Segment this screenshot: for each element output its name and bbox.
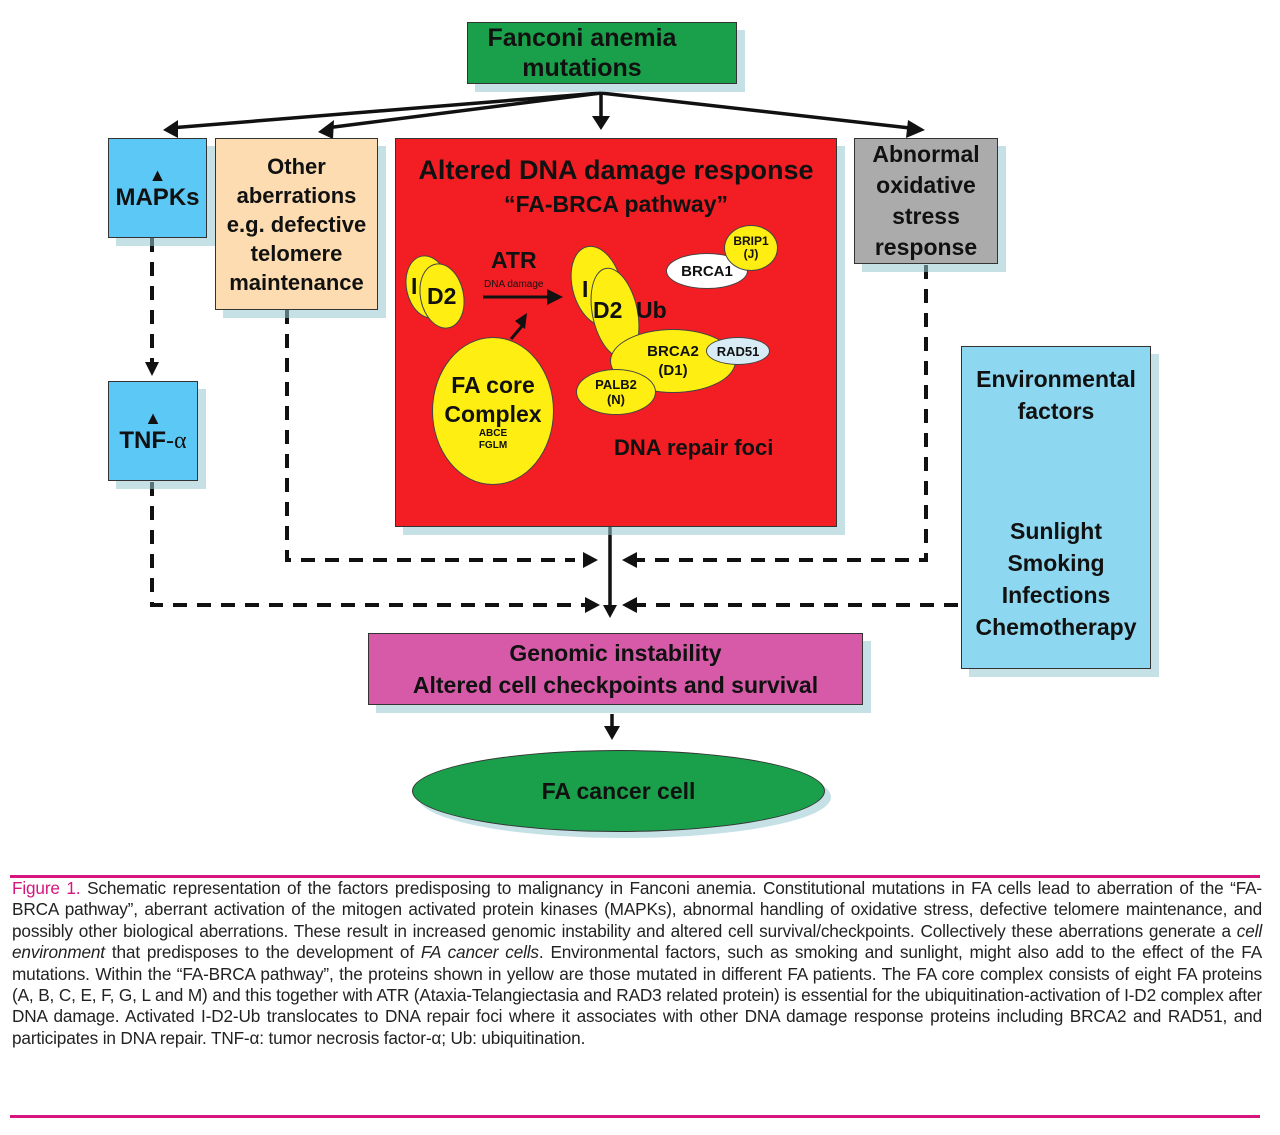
environmental-item: Infections [1001, 582, 1111, 608]
arrow-to-other [325, 91, 602, 130]
brca1-label: BRCA1 [681, 262, 733, 280]
arrowhead [585, 597, 600, 613]
dashed-connectors [150, 238, 958, 607]
oxidative-line: Abnormal [872, 141, 980, 167]
figure-caption: Figure 1. Schematic representation of th… [12, 878, 1262, 1049]
genomic-line1: Genomic instability [509, 640, 722, 666]
tnf-alpha-box: ▲ TNF-α [108, 381, 198, 481]
fanconi-anemia-diagram: Fanconi anemia mutations ▲ MAPKs ▲ TNF-α… [108, 22, 1151, 832]
protein-rad51: RAD51 [706, 337, 770, 365]
arrowhead [622, 597, 637, 613]
protein-palb2: PALB2 (N) [576, 369, 656, 415]
fanout-arrows [169, 91, 911, 130]
core-members-line1: ABCE [478, 428, 508, 439]
atr-label: ATR [491, 247, 537, 273]
rad51-label: RAD51 [716, 343, 760, 359]
protein-i-left-label: I [411, 273, 418, 299]
caption-text: that predisposes to the development of [104, 942, 421, 963]
environmental-item: Chemotherapy [975, 614, 1137, 640]
fa-brca-pathway-subtitle: “FA-BRCA pathway” [503, 191, 729, 217]
protein-i-right-label: I [582, 276, 589, 302]
brip1-label: BRIP1 [733, 234, 769, 248]
fanconi-mutations-box: Fanconi anemia mutations [467, 22, 737, 84]
atr-arrowhead [547, 289, 563, 305]
environmental-title-line2: factors [1017, 398, 1095, 424]
genomic-instability-box: Genomic instability Altered cell checkpo… [368, 633, 863, 705]
other-aberrations-box: Other aberrations e.g. defective telomer… [215, 138, 378, 310]
other-aberrations-line: telomere [250, 240, 343, 266]
increase-arrow-icon: ▲ [148, 165, 167, 185]
tnf-alpha-label: TNF-α [119, 427, 187, 455]
protein-brip1: BRIP1 (J) [724, 225, 778, 271]
core-label-line2: Complex [444, 401, 542, 427]
caption-top-rule [10, 875, 1260, 878]
mapks-label: MAPKs [115, 184, 200, 211]
other-aberrations-line: e.g. defective [226, 211, 367, 237]
fa-cancer-cell: FA cancer cell [412, 750, 825, 832]
other-to-merge-line [285, 310, 575, 562]
figure-label: Figure 1. [12, 878, 81, 898]
oxidative-line: stress [892, 203, 960, 229]
caption-text: . Environmental factors, such as smoking… [12, 942, 1263, 1048]
brca2-sublabel: (D1) [658, 362, 688, 379]
dashed-arrowheads [145, 362, 637, 613]
tnf-label-suffix: -α [166, 428, 187, 454]
environmental-item: Sunlight [1010, 518, 1102, 544]
other-aberrations-line: Other [267, 153, 326, 179]
arrowhead [318, 120, 334, 139]
dna-damage-label: DNA damage [484, 279, 544, 290]
brca2-label: BRCA2 [647, 343, 699, 360]
increase-arrow-icon: ▲ [144, 408, 162, 428]
ubiquitin-label: Ub [636, 297, 667, 323]
protein-d2-left-label: D2 [427, 283, 457, 309]
arrowhead [592, 116, 610, 130]
other-aberrations-line: aberrations [236, 182, 357, 208]
mapks-box: ▲ MAPKs [108, 138, 207, 238]
arrowhead [163, 120, 178, 138]
palb2-label: PALB2 [595, 377, 637, 392]
fanconi-mutations-line1: Fanconi anemia [487, 24, 677, 52]
oxidative-to-merge-line [632, 265, 928, 562]
dna-response-title: Altered DNA damage response [418, 155, 814, 185]
connector-layer [145, 91, 958, 740]
genomic-line2: Altered cell checkpoints and survival [412, 672, 819, 698]
fanout-arrowheads [163, 116, 925, 139]
core-arrow-line [509, 324, 525, 340]
fa-core-complex: FA core Complex ABCE FGLM [432, 337, 554, 485]
arrow-to-mapks [169, 91, 602, 130]
arrowhead [583, 552, 598, 568]
arrow-to-oxidative [600, 91, 911, 130]
core-members-line2: FGLM [478, 440, 508, 451]
environmental-factors-box: Environmental factors Sunlight Smoking I… [961, 346, 1151, 669]
environmental-item: Smoking [1007, 550, 1105, 576]
oxidative-line: response [874, 234, 978, 260]
caption-italic: FA cancer cells [420, 942, 539, 963]
arrowhead [622, 552, 637, 568]
caption-italic: cell environment [12, 920, 1262, 963]
protein-d2-right-label: D2 [593, 297, 623, 323]
brip1-sublabel: (J) [743, 247, 759, 261]
tnf-to-genomic-line [150, 482, 585, 607]
oxidative-line: oxidative [876, 172, 976, 198]
arrowhead [145, 362, 159, 376]
fa-cancer-cell-label: FA cancer cell [541, 777, 696, 804]
dna-damage-response-box: Altered DNA damage response “FA-BRCA pat… [395, 138, 837, 527]
fanconi-mutations-line2: mutations [522, 54, 642, 82]
core-arrowhead [515, 313, 527, 329]
atr-activation-arrow [483, 289, 563, 340]
tnf-label-main: TNF [119, 427, 167, 454]
caption-text: Schematic representation of the factors … [12, 878, 1262, 941]
palb2-sublabel: (N) [606, 392, 626, 407]
arrowhead [604, 726, 620, 740]
environmental-title-line1: Environmental [976, 366, 1136, 392]
arrowhead [603, 605, 617, 618]
caption-bottom-rule [10, 1115, 1260, 1118]
oxidative-stress-box: Abnormal oxidative stress response [854, 138, 998, 264]
core-label-line1: FA core [451, 372, 535, 398]
arrowhead [906, 120, 925, 138]
dna-repair-foci-label: DNA repair foci [614, 435, 774, 460]
other-aberrations-line: maintenance [229, 269, 364, 295]
